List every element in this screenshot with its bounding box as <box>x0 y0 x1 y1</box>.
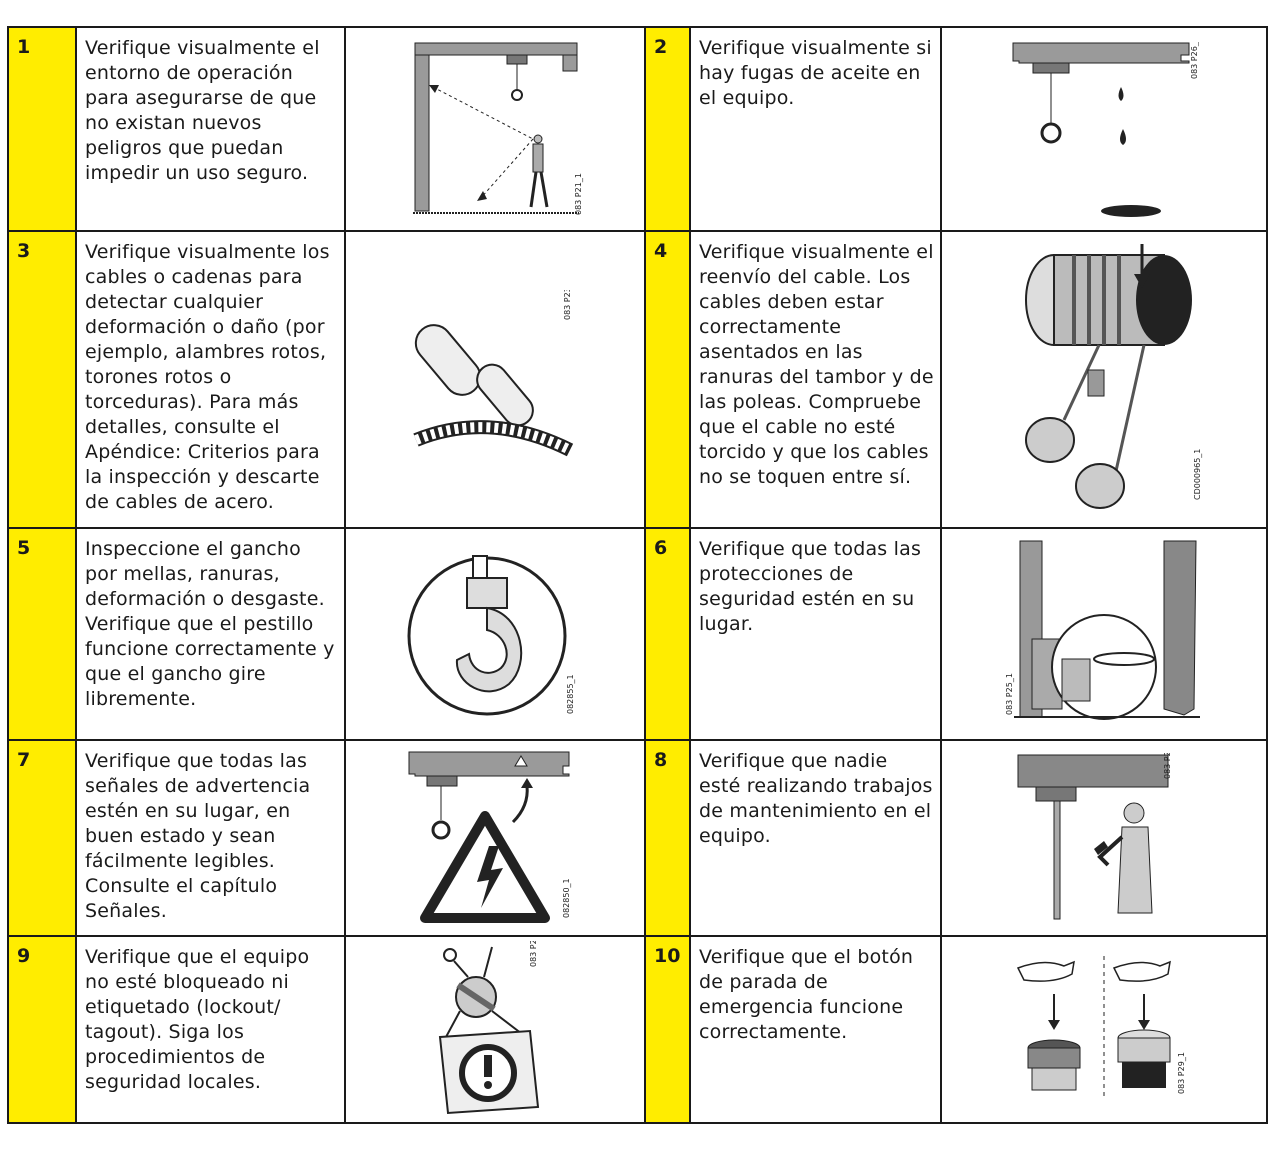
figure-code: 083 P28_ <box>529 941 538 967</box>
table-row: 9 Verifique que el equipo no esté bloque… <box>7 934 1268 1125</box>
step-description: Verifique que todas las protecciones de … <box>689 526 942 742</box>
emergency-stop-button-icon: 083 P29_1 <box>1016 956 1186 1101</box>
step-description: Inspeccione el gancho por mellas, ranura… <box>75 526 346 742</box>
inspection-checklist-table: 1 Verifique visualmente el entorno de op… <box>7 25 1268 1125</box>
table-row: 5 Inspeccione el gancho por mellas, ranu… <box>7 526 1268 742</box>
chain-rope-damage-icon: 083 P23_ <box>413 290 574 456</box>
step-number: 7 <box>7 739 77 937</box>
step-number: 4 <box>644 230 691 529</box>
figure-code: CD000965_1 <box>1193 448 1202 499</box>
figure-code: 083 P27_ <box>1163 753 1172 779</box>
step-description: Verifique visualmente el entorno de oper… <box>75 25 346 233</box>
figure-code: 083 P23_ <box>563 290 572 320</box>
step-number: 2 <box>644 25 691 233</box>
step-description: Verifique que nadie esté realizando trab… <box>689 739 942 937</box>
figure-code: 083 P26_ <box>1190 41 1199 79</box>
figure-code: 082855_1 <box>566 674 575 714</box>
warning-sign-icon: 082850_1 <box>408 751 571 923</box>
table-row: 7 Verifique que todas las señales de adv… <box>7 739 1268 937</box>
step-number: 6 <box>644 526 691 742</box>
lockout-tagout-icon: 083 P28_ <box>438 941 540 1115</box>
step-description: Verifique que todas las señales de adver… <box>75 739 346 937</box>
safety-guard-icon: 083 P25_1 <box>1005 540 1200 721</box>
figure-code: 083 P21_1 <box>574 173 583 215</box>
step-number: 9 <box>7 934 77 1125</box>
step-number: 5 <box>7 526 77 742</box>
step-description: Verifique que el botón de parada de emer… <box>689 934 942 1125</box>
step-description: Verifique que el equipo no esté bloquead… <box>75 934 346 1125</box>
figure-code: 083 P25_1 <box>1005 673 1014 715</box>
oil-leak-icon: 083 P26_ <box>1012 41 1199 218</box>
step-description: Verifique visualmente si hay fugas de ac… <box>689 25 942 233</box>
step-number: 1 <box>7 25 77 233</box>
hook-inspection-icon: 082855_1 <box>407 555 575 716</box>
step-number: 3 <box>7 230 77 529</box>
step-description: Verifique visualmente los cables o caden… <box>75 230 346 529</box>
operating-environment-icon: 083 P21_1 <box>413 42 583 215</box>
maintenance-worker-icon: 083 P27_ <box>1017 753 1172 920</box>
step-description: Verifique visualmente el reenvío del cab… <box>689 230 942 529</box>
step-number: 8 <box>644 739 691 937</box>
rope-drum-reeving-icon: CD000965_1 <box>1025 243 1202 509</box>
table-row: 1 Verifique visualmente el entorno de op… <box>7 25 1268 233</box>
step-number: 10 <box>644 934 691 1125</box>
figure-code: 083 P29_1 <box>1177 1052 1186 1094</box>
table-row: 3 Verifique visualmente los cables o cad… <box>7 230 1268 529</box>
figure-code: 082850_1 <box>562 878 571 918</box>
